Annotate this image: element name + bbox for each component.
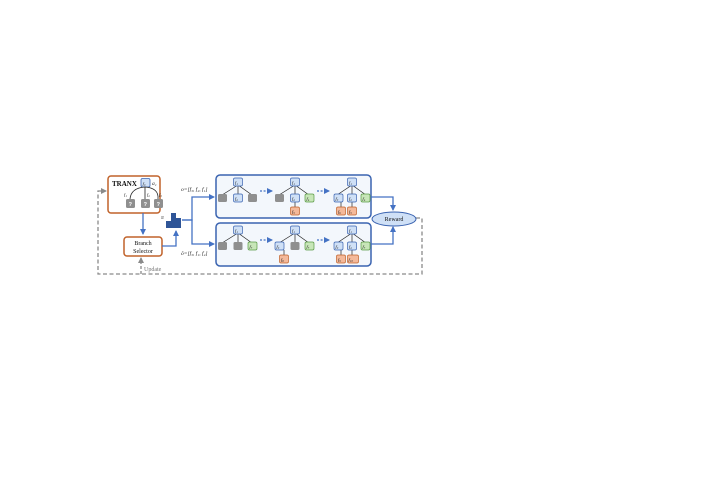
node-f3 bbox=[333, 241, 344, 251]
node-f7 bbox=[360, 241, 371, 251]
svg-text:f₅: f₅ bbox=[292, 209, 295, 214]
node-f9 bbox=[336, 254, 346, 264]
bottom-to-reward-arrow bbox=[371, 226, 396, 245]
svg-text:f₇: f₇ bbox=[363, 244, 366, 249]
tranx-field-f2: f₂ bbox=[147, 192, 150, 197]
node-f4 bbox=[304, 193, 315, 203]
reward-label: Reward bbox=[385, 217, 404, 223]
node-f1 bbox=[290, 225, 300, 235]
update-loop: Update bbox=[97, 188, 423, 275]
svg-text:f₂: f₂ bbox=[349, 196, 352, 201]
branch-selector-line2: Selector bbox=[133, 249, 153, 255]
svg-text:f₃: f₃ bbox=[336, 244, 339, 249]
unknown-node: ? bbox=[141, 199, 150, 208]
svg-text:f₁: f₁ bbox=[349, 228, 352, 233]
node-f2 bbox=[347, 193, 357, 203]
node-f5 bbox=[290, 206, 300, 216]
update-label: Update bbox=[144, 267, 162, 273]
node-f1 bbox=[347, 177, 357, 187]
svg-text:f₁: f₁ bbox=[349, 180, 352, 185]
node-f1 bbox=[290, 177, 300, 187]
svg-text:f₁: f₁ bbox=[292, 180, 295, 185]
node-f10 bbox=[347, 254, 359, 264]
tranx-root-label: f₃ bbox=[143, 181, 146, 186]
top-expansion-panel: f₁ f₂ f₁ f₂ f₄ f₅ f₁ f₃ f₂ f₄ f₆ f₅ bbox=[215, 174, 372, 219]
arrow-to-top-panel bbox=[182, 194, 215, 221]
node-f1 bbox=[347, 225, 357, 235]
gray-node bbox=[275, 194, 284, 202]
svg-text:f₆: f₆ bbox=[338, 209, 341, 214]
pi-label: π bbox=[161, 215, 164, 221]
sequence-top: o=[f₃, f₂, f₁] bbox=[181, 186, 208, 193]
svg-text:f₁: f₁ bbox=[235, 180, 238, 185]
svg-text:f₉: f₉ bbox=[338, 257, 341, 262]
tranx-field-f1: f₁ bbox=[124, 192, 127, 197]
svg-text:f₁: f₁ bbox=[292, 228, 295, 233]
node-f1 bbox=[233, 177, 243, 187]
svg-text:f₅: f₅ bbox=[349, 209, 352, 214]
bottom-expansion-panel: f₁ f₇ f₁ f₃ f₇ f₈ f₁ f₃ f₂ f₇ f₉ f₁₀ bbox=[215, 222, 372, 267]
svg-text:?: ? bbox=[129, 202, 133, 208]
svg-text:f₇: f₇ bbox=[250, 244, 253, 249]
node-f3 bbox=[274, 241, 285, 251]
selector-to-policy-arrow bbox=[162, 230, 179, 247]
svg-text:f₂: f₂ bbox=[292, 196, 295, 201]
svg-text:f₃: f₃ bbox=[277, 244, 280, 249]
node-f3 bbox=[333, 193, 344, 203]
svg-text:f₃: f₃ bbox=[336, 196, 339, 201]
top-to-reward-arrow bbox=[371, 196, 396, 211]
svg-text:f₁₀: f₁₀ bbox=[349, 257, 354, 262]
svg-text:f₄: f₄ bbox=[363, 196, 366, 201]
svg-text:f₈: f₈ bbox=[281, 257, 284, 262]
gray-node bbox=[233, 242, 243, 250]
branch-selector-line1: Branch bbox=[134, 241, 151, 247]
tranx-field-f3: f₃ bbox=[159, 192, 162, 197]
node-f7 bbox=[247, 241, 258, 251]
unknown-node: ? bbox=[154, 199, 163, 208]
svg-text:f₇: f₇ bbox=[307, 244, 310, 249]
unknown-node: ? bbox=[126, 199, 135, 208]
sequence-bottom: õ=[f₃, f₁, f₂] bbox=[181, 250, 208, 257]
gray-node bbox=[218, 242, 227, 250]
node-f7 bbox=[304, 241, 315, 251]
node-f2 bbox=[233, 193, 243, 203]
node-f5 bbox=[347, 206, 357, 216]
svg-text:f₂: f₂ bbox=[349, 244, 352, 249]
branch-selector-box: Branch Selector bbox=[123, 236, 163, 257]
policy-distribution-icon bbox=[166, 213, 181, 228]
svg-text:f₂: f₂ bbox=[235, 196, 238, 201]
node-f6 bbox=[336, 206, 346, 216]
svg-text:f₄: f₄ bbox=[307, 196, 310, 201]
arrow-to-bottom-panel bbox=[182, 219, 215, 247]
gray-node bbox=[290, 242, 300, 250]
node-f4 bbox=[360, 193, 371, 203]
node-f2 bbox=[347, 241, 357, 251]
node-f1 bbox=[233, 225, 243, 235]
gray-node bbox=[218, 194, 227, 202]
tranx-box: TRANX f₃ a₁ f₁ f₂ f₃ ? ? ? bbox=[107, 175, 163, 214]
node-f8 bbox=[279, 254, 289, 264]
tranx-title: TRANX bbox=[112, 180, 137, 188]
tranx-action-label: a₁ bbox=[152, 181, 157, 187]
gray-node bbox=[248, 194, 257, 202]
svg-text:f₁: f₁ bbox=[235, 228, 238, 233]
svg-text:?: ? bbox=[157, 202, 161, 208]
svg-text:?: ? bbox=[144, 202, 148, 208]
reward-node: Reward bbox=[371, 211, 417, 227]
node-f2 bbox=[290, 193, 300, 203]
